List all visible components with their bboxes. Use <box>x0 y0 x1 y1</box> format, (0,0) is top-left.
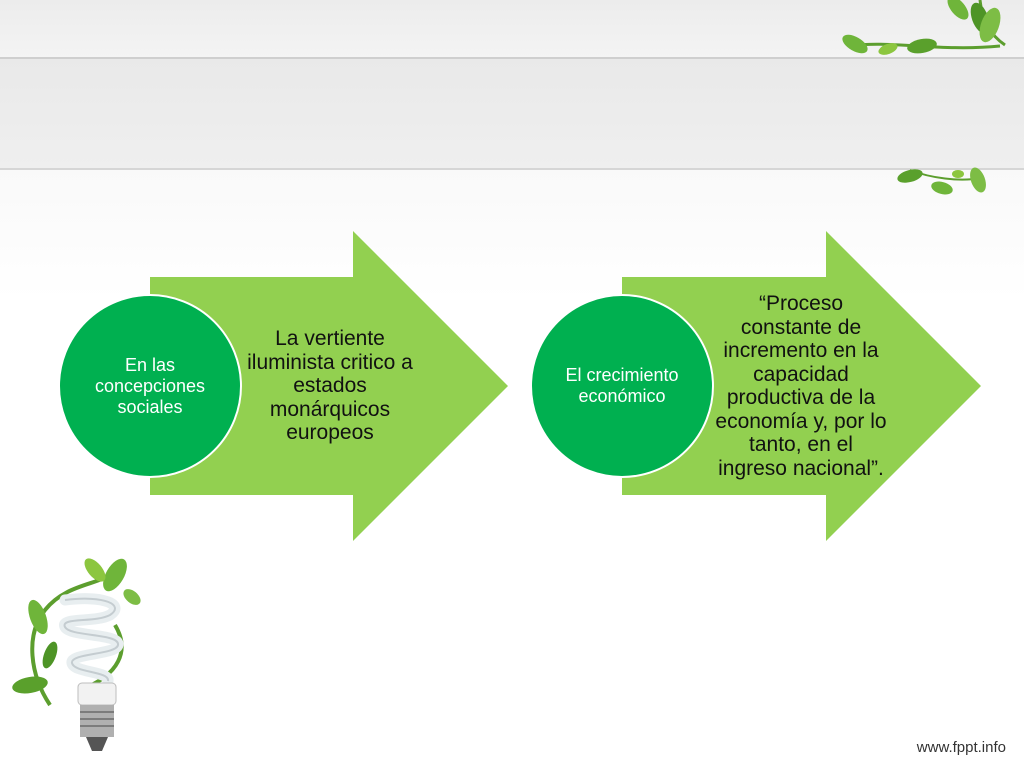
arrow-text-2: “Proceso constante de incremento en la c… <box>715 292 887 480</box>
leaf-vine-icon <box>842 0 1006 195</box>
title-placeholder <box>0 57 1024 170</box>
concept-circle-2 <box>530 294 714 478</box>
circle-label-2: El crecimiento económico <box>565 365 679 406</box>
concept-circle-1 <box>58 294 242 478</box>
process-arrow-2 <box>622 231 981 541</box>
circle-label-1: En las concepciones sociales <box>94 354 206 417</box>
footer-url: www.fppt.info <box>916 739 1006 756</box>
process-arrow-1 <box>150 231 508 541</box>
arrow-text-1: La vertiente iluminista critico a estado… <box>247 327 413 445</box>
cfl-lightbulb-icon <box>12 558 141 751</box>
